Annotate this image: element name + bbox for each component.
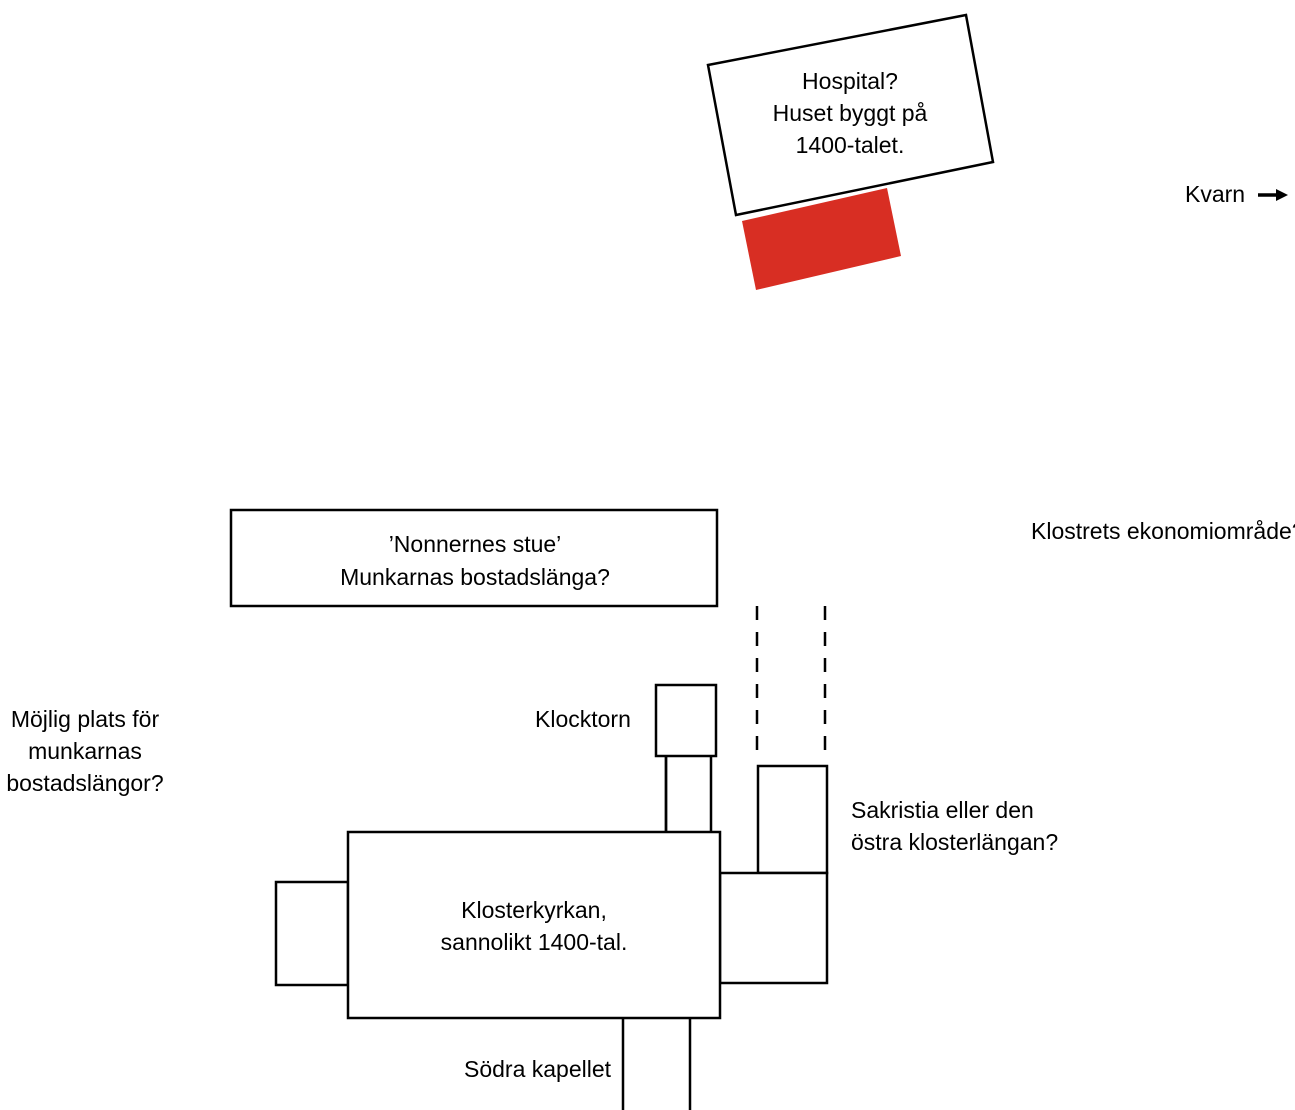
ekonomi-label: Klostrets ekonomiområde? xyxy=(1031,518,1295,544)
hospital-building xyxy=(706,13,995,217)
hospital-label-line-1: Hospital? xyxy=(802,68,898,94)
sakristia-building xyxy=(756,764,829,875)
sodra-kapellet-label: Södra kapellet xyxy=(464,1056,612,1082)
nonnernes-stue-building xyxy=(229,508,719,608)
klosterkyrkan-building xyxy=(346,830,722,1020)
sakristia-label-line-2: östra klosterlängan? xyxy=(851,829,1058,855)
kvarn-label: Kvarn xyxy=(1185,181,1245,207)
east-annex xyxy=(718,871,829,985)
red-marked-area xyxy=(742,188,901,290)
nonnernes-label-line-1: ’Nonnernes stue’ xyxy=(389,531,562,557)
mojlig-label-line-3: bostadslängor? xyxy=(6,770,163,796)
west-annex xyxy=(274,880,350,987)
nonnernes-label-line-2: Munkarnas bostadslänga? xyxy=(340,564,610,590)
hospital-label-line-2: Huset byggt på xyxy=(773,100,928,126)
mojlig-label-line-1: Möjlig plats för xyxy=(11,706,160,732)
klocktorn-label: Klocktorn xyxy=(535,706,631,732)
arrow-right-icon xyxy=(1258,189,1288,201)
kyrkan-label-line-1: Klosterkyrkan, xyxy=(461,897,607,923)
klocktorn-tower xyxy=(654,683,718,758)
mojlig-label-line-2: munkarnas xyxy=(28,738,142,764)
hospital-label-line-3: 1400-talet. xyxy=(796,132,905,158)
sakristia-label-line-1: Sakristia eller den xyxy=(851,797,1034,823)
kyrkan-label-line-2: sannolikt 1400-tal. xyxy=(441,929,628,955)
